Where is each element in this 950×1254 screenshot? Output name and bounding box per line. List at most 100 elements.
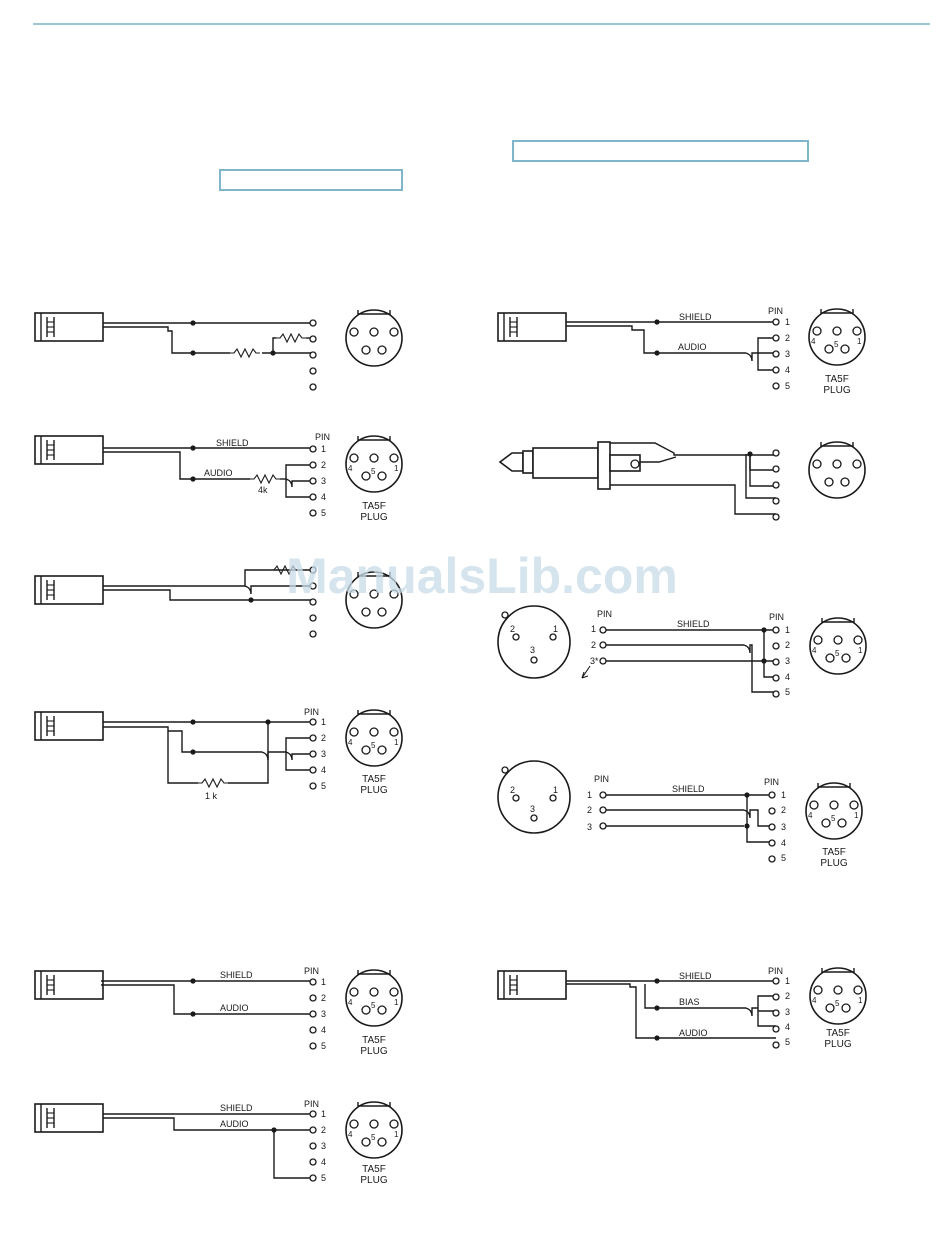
mini-connector-icon	[34, 1103, 104, 1133]
svg-text:1: 1	[394, 1130, 399, 1139]
svg-text:1: 1	[553, 785, 558, 795]
svg-text:TA5F: TA5F	[825, 374, 849, 385]
svg-text:2: 2	[510, 624, 515, 634]
svg-text:5: 5	[371, 741, 376, 750]
audio-label: AUDIO	[220, 1003, 249, 1013]
svg-text:4: 4	[321, 1157, 326, 1167]
svg-text:4: 4	[321, 492, 326, 502]
svg-text:2: 2	[321, 460, 326, 470]
svg-text:5: 5	[371, 1001, 376, 1010]
svg-text:3: 3	[321, 749, 326, 759]
diagram-left-4: 1 k PIN 1 2 3 4 5 4 5 1 TA5F PLUG	[34, 707, 403, 801]
svg-text:2: 2	[785, 333, 790, 343]
svg-text:4: 4	[348, 464, 353, 473]
svg-text:5: 5	[321, 508, 326, 518]
svg-text:1: 1	[854, 811, 859, 820]
highlight-box-right	[512, 140, 809, 162]
svg-text:5: 5	[321, 781, 326, 791]
svg-text:3: 3	[530, 804, 535, 814]
audio-label: AUDIO	[678, 342, 707, 352]
pin-label: PIN	[304, 1099, 319, 1109]
svg-text:PLUG: PLUG	[824, 1039, 851, 1050]
svg-text:1: 1	[553, 624, 558, 634]
svg-text:5: 5	[785, 1037, 790, 1047]
svg-text:PLUG: PLUG	[820, 858, 847, 869]
pin-label: PIN	[769, 612, 784, 622]
svg-text:3: 3	[587, 822, 592, 832]
svg-text:1: 1	[785, 976, 790, 986]
mini-connector-icon	[34, 575, 104, 605]
mini-connector-icon	[34, 970, 104, 1000]
shield-label: SHIELD	[679, 971, 712, 981]
svg-text:TA5F: TA5F	[826, 1028, 850, 1039]
svg-text:3: 3	[781, 822, 786, 832]
plug-word-label: PLUG	[360, 512, 387, 523]
svg-text:4: 4	[812, 646, 817, 655]
svg-text:1: 1	[781, 790, 786, 800]
svg-text:4: 4	[348, 1130, 353, 1139]
bias-label: BIAS	[679, 997, 700, 1007]
mini-connector-icon	[34, 312, 104, 342]
pin-label: PIN	[304, 707, 319, 717]
svg-text:3: 3	[785, 349, 790, 359]
svg-text:PLUG: PLUG	[360, 1175, 387, 1186]
pin-label: PIN	[597, 609, 612, 619]
resistor-value-label: 1 k	[205, 791, 218, 801]
svg-text:4: 4	[808, 811, 813, 820]
svg-text:3: 3	[321, 1009, 326, 1019]
svg-text:3: 3	[530, 645, 535, 655]
svg-text:1: 1	[858, 646, 863, 655]
diagram-right-1: SHIELD AUDIO PIN 1 2 3 4 5 4 5 1 TA5F PL…	[497, 306, 866, 396]
svg-text:5: 5	[321, 1173, 326, 1183]
svg-text:1: 1	[394, 464, 399, 473]
svg-text:TA5F: TA5F	[362, 1164, 386, 1175]
diagram-left-2: SHIELD AUDIO 4k PIN 1 2 3 4 5 4 5 1 TA5F…	[34, 432, 403, 523]
svg-text:1: 1	[394, 738, 399, 747]
svg-text:1: 1	[321, 1109, 326, 1119]
mini-connector-icon	[497, 312, 567, 342]
diagram-right-2	[498, 441, 866, 521]
svg-text:5: 5	[785, 381, 790, 391]
svg-text:4: 4	[348, 998, 353, 1007]
svg-text:5: 5	[371, 1133, 376, 1142]
svg-text:2: 2	[785, 640, 790, 650]
svg-text:5: 5	[785, 687, 790, 697]
svg-text:5: 5	[371, 467, 376, 476]
audio-label: AUDIO	[204, 468, 233, 478]
svg-text:3: 3	[785, 1007, 790, 1017]
svg-text:5: 5	[835, 999, 840, 1008]
svg-text:1: 1	[785, 317, 790, 327]
mini-connector-icon	[34, 435, 104, 465]
svg-text:3: 3	[321, 1141, 326, 1151]
svg-text:1: 1	[591, 624, 596, 634]
svg-text:1: 1	[785, 625, 790, 635]
svg-text:5: 5	[781, 853, 786, 863]
diagram-left-5: SHIELD AUDIO PIN 1 2 3 4 5 4 5 1 TA5F PL…	[34, 966, 403, 1057]
svg-text:4: 4	[785, 672, 790, 682]
svg-text:2: 2	[591, 640, 596, 650]
audio-label: AUDIO	[220, 1119, 249, 1129]
pin-label: PIN	[764, 777, 779, 787]
shield-label: SHIELD	[679, 312, 712, 322]
svg-text:PLUG: PLUG	[823, 385, 850, 396]
svg-text:2: 2	[510, 785, 515, 795]
svg-text:2: 2	[785, 991, 790, 1001]
svg-text:2: 2	[321, 1125, 326, 1135]
pin-label: PIN	[594, 774, 609, 784]
resistor-value-label: 4k	[258, 485, 268, 495]
diagram-left-3	[34, 565, 403, 638]
svg-text:4: 4	[811, 337, 816, 346]
svg-text:3: 3	[321, 476, 326, 486]
diagram-right-3: 2 1 3 PIN 1 2 3* SHIELD PIN 1 2 3 4 5 4 …	[497, 605, 867, 698]
svg-text:TA5F: TA5F	[362, 1035, 386, 1046]
svg-text:1: 1	[587, 790, 592, 800]
svg-text:4: 4	[321, 765, 326, 775]
svg-text:TA5F: TA5F	[822, 847, 846, 858]
mini-connector-icon	[497, 970, 567, 1000]
svg-text:2: 2	[781, 805, 786, 815]
shield-label: SHIELD	[216, 438, 249, 448]
svg-text:4: 4	[785, 365, 790, 375]
xlr-connector-icon: 2 1 3	[497, 760, 571, 834]
svg-text:5: 5	[831, 814, 836, 823]
